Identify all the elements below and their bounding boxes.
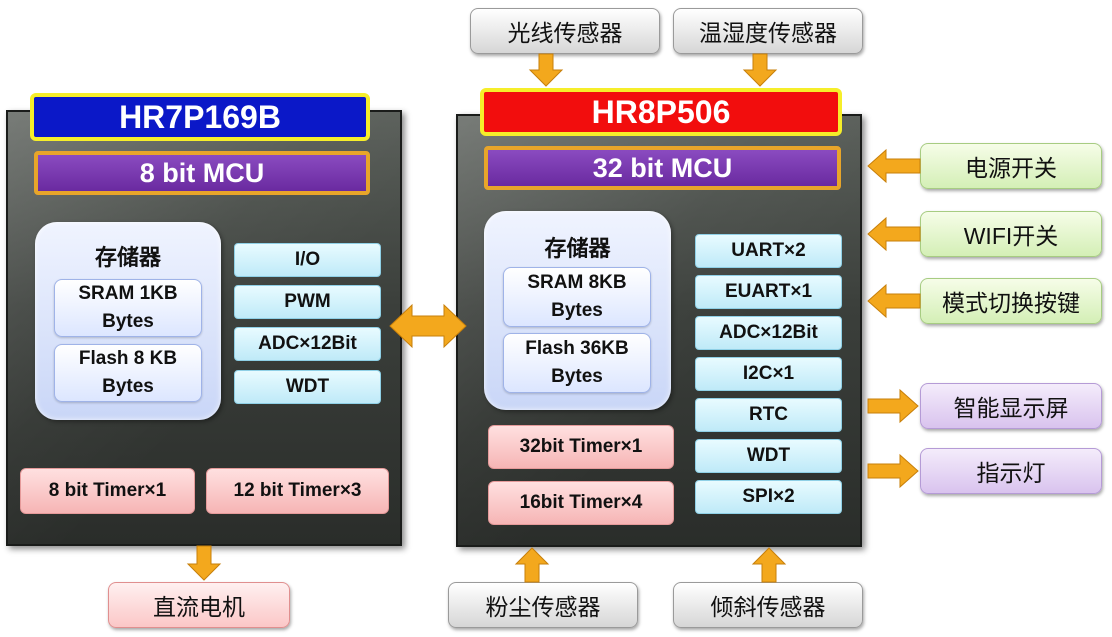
dc-motor-box: 直流电机: [108, 582, 290, 628]
left-chip-name: HR7P169B: [30, 93, 370, 141]
right-periph-euart: EUART×1: [695, 275, 842, 309]
arrow-left-wifi-switch: [867, 216, 921, 252]
left-periph-io: I/O: [234, 243, 381, 277]
left-periph-wdt: WDT: [234, 370, 381, 404]
right-periph-spi: SPI×2: [695, 480, 842, 514]
mode-button-box: 模式切换按键: [920, 278, 1102, 324]
arrow-right-smart-display: [867, 388, 919, 424]
indicator-light-box: 指示灯: [920, 448, 1102, 494]
right-memory-block: 存储器 SRAM 8KB Bytes Flash 36KB Bytes: [484, 211, 671, 410]
right-periph-i2c: I2C×1: [695, 357, 842, 391]
wifi-switch-box: WIFI开关: [920, 211, 1102, 257]
arrow-down-light-sensor: [528, 53, 564, 87]
left-timer-12bit: 12 bit Timer×3: [206, 468, 389, 514]
smart-display-box: 智能显示屏: [920, 383, 1102, 429]
left-periph-adc: ADC×12Bit: [234, 327, 381, 361]
arrow-left-power-switch: [867, 148, 921, 184]
right-chip-name: HR8P506: [480, 88, 842, 136]
left-sram: SRAM 1KB Bytes: [54, 279, 202, 337]
arrow-right-indicator-light: [867, 453, 919, 489]
right-flash: Flash 36KB Bytes: [503, 333, 651, 393]
arrow-bidirectional-chips: [389, 303, 467, 349]
left-flash: Flash 8 KB Bytes: [54, 344, 202, 402]
arrow-left-mode-button: [867, 283, 921, 319]
right-sram: SRAM 8KB Bytes: [503, 267, 651, 327]
arrow-down-motor: [186, 545, 222, 581]
right-timer-16bit: 16bit Timer×4: [488, 481, 674, 525]
left-memory-block: 存储器 SRAM 1KB Bytes Flash 8 KB Bytes: [35, 222, 221, 420]
temp-humidity-sensor-box: 温湿度传感器: [673, 8, 863, 54]
right-periph-uart: UART×2: [695, 234, 842, 268]
right-memory-title: 存储器: [544, 236, 611, 261]
left-timer-8bit: 8 bit Timer×1: [20, 468, 195, 514]
arrow-down-temp-sensor: [742, 53, 778, 87]
right-timer-32bit: 32bit Timer×1: [488, 425, 674, 469]
dust-sensor-box: 粉尘传感器: [448, 582, 638, 628]
light-sensor-box: 光线传感器: [470, 8, 660, 54]
right-periph-rtc: RTC: [695, 398, 842, 432]
right-periph-adc: ADC×12Bit: [695, 316, 842, 350]
left-memory-title: 存储器: [94, 245, 161, 270]
tilt-sensor-box: 倾斜传感器: [673, 582, 863, 628]
left-periph-pwm: PWM: [234, 285, 381, 319]
arrow-up-tilt-sensor: [751, 547, 787, 583]
arrow-up-dust-sensor: [514, 547, 550, 583]
right-mcu-label: 32 bit MCU: [484, 146, 841, 190]
left-mcu-label: 8 bit MCU: [34, 151, 370, 195]
power-switch-box: 电源开关: [920, 143, 1102, 189]
right-periph-wdt: WDT: [695, 439, 842, 473]
